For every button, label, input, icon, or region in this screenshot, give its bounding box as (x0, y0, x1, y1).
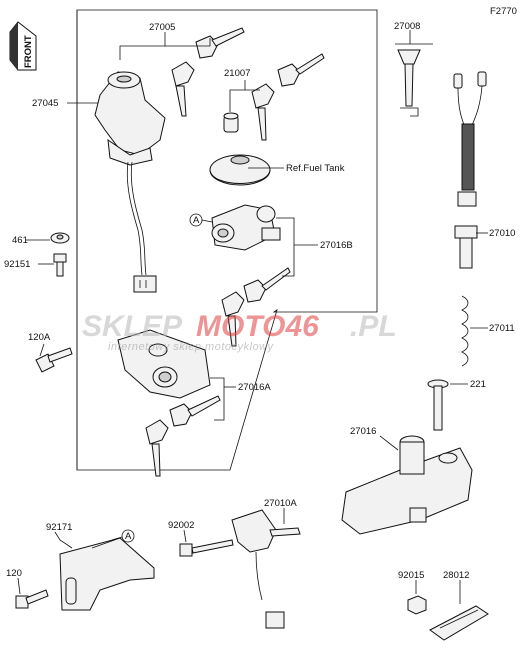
reflector-28012 (429, 605, 489, 641)
callout-a-bottom: A (111, 529, 135, 543)
bolt-92151 (53, 253, 67, 277)
watermark-brand-2: MOTO46 (196, 310, 319, 343)
switch-27010A (231, 509, 301, 629)
neutral-switch-27010 (453, 71, 487, 269)
screw-221 (427, 379, 449, 431)
keys-27005 (171, 27, 245, 117)
part-number-120A: 120A (28, 332, 51, 343)
callout-a-bottom-label: A (125, 531, 132, 542)
keys-27016B (221, 267, 291, 347)
part-number-27016: 27016 (350, 426, 376, 437)
front-arrow: FRONT (9, 21, 37, 71)
nut-92015 (407, 595, 427, 615)
part-number-92002: 92002 (168, 520, 194, 531)
fuel-cap-lock (209, 112, 271, 186)
part-number-27016A: 27016A (238, 382, 271, 393)
bolt-92002 (179, 539, 234, 557)
part-number-27010A: 27010A (264, 498, 297, 509)
watermark: SKLEP MOTO46 .PL internetowy sklep motoc… (82, 310, 397, 353)
ignition-switch (94, 71, 166, 293)
part-number-21007: 21007 (224, 68, 250, 79)
part-number-27016B: 27016B (320, 240, 353, 251)
bracket-92171 (59, 537, 155, 611)
part-number-221: 221 (470, 379, 486, 390)
blank-key-27008 (397, 49, 421, 117)
seat-lock-27016B (211, 204, 281, 251)
screw-120A (35, 347, 73, 373)
callout-a-top-label: A (193, 215, 200, 226)
helmet-lock-27016A (117, 329, 211, 399)
ignition-assembly-box (76, 9, 378, 471)
keys-21007 (251, 53, 325, 141)
part-number-120: 120 (6, 568, 22, 579)
spring-27011 (461, 295, 469, 367)
washer-461 (50, 232, 70, 244)
part-number-27008: 27008 (394, 21, 420, 32)
screw-120 (15, 589, 49, 609)
ref-fuel-tank-label: Ref.Fuel Tank (286, 163, 345, 174)
leader-lines (17, 30, 488, 604)
part-number-27045: 27045 (32, 98, 58, 109)
watermark-brand-3: .PL (350, 310, 397, 343)
watermark-tagline: internetowy sklep motocyklowy (108, 341, 275, 353)
keys-27016A (145, 395, 221, 477)
watermark-brand-1: SKLEP (82, 310, 183, 343)
front-label: FRONT (23, 35, 34, 68)
part-number-27010: 27010 (489, 228, 515, 239)
part-number-27011: 27011 (489, 323, 515, 334)
part-number-92015: 92015 (398, 570, 424, 581)
lock-mount-27016 (341, 435, 473, 535)
callout-a-top: A (189, 213, 213, 227)
part-number-92171: 92171 (46, 522, 72, 533)
part-number-92151: 92151 (4, 259, 30, 270)
figure-code: F2770 (490, 6, 517, 17)
part-number-28012: 28012 (443, 570, 469, 581)
part-number-27005: 27005 (149, 22, 175, 33)
part-number-461: 461 (12, 235, 28, 246)
